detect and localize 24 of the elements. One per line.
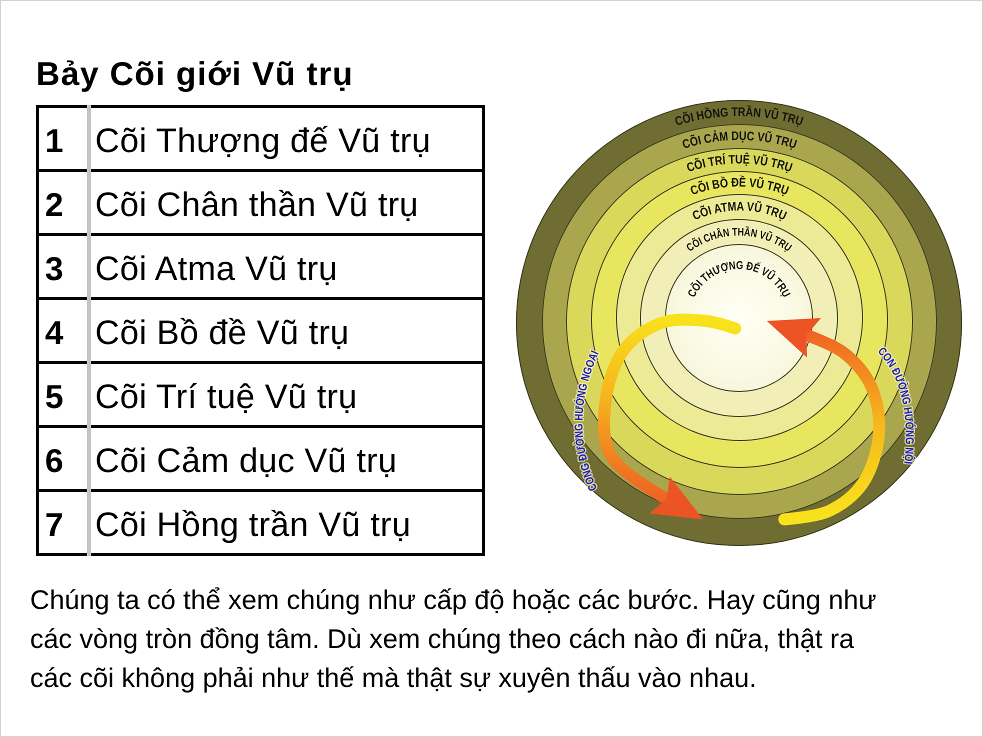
plane-name-cell: Cõi Trí tuệ Vũ trụ: [89, 362, 484, 426]
row-number-cell: 7: [38, 490, 89, 554]
plane-name-cell: Cõi Atma Vũ trụ: [89, 234, 484, 298]
plane-name-cell: Cõi Bồ đề Vũ trụ: [89, 298, 484, 362]
ring-label: CÕI ATMA VŨ TRỤ: [690, 199, 790, 224]
row-number-cell: 2: [38, 170, 89, 234]
diagram-title: Bảy Cõi giới Vũ trụ: [36, 55, 354, 93]
row-number-cell: 6: [38, 426, 89, 490]
caption-text: Chúng ta có thể xem chúng như cấp độ hoặc các bước. Hay cũng như các vòng tròn đồng tâm. Dù xem chúng theo cách nào đi nữa, thật ra các cõi không phải như thế mà thật sự xuyên thấu vào nhau.: [30, 584, 878, 695]
row-number-cell: 5: [38, 362, 89, 426]
row-number-cell: 3: [38, 234, 89, 298]
plane-name-cell: Cõi Chân thần Vũ trụ: [89, 170, 484, 234]
ring-label: CÕI CẢM DỤC VŨ TRỤ: [680, 128, 800, 152]
plane-name-cell: Cõi Cảm dục Vũ trụ: [89, 426, 484, 490]
ring-label: CÕI HỒNG TRẦN VŨ TRỤ: [673, 105, 806, 130]
ring-label: CÕI BỒ ĐỀ VŨ TRỤ: [688, 175, 792, 198]
plane-name-cell: Cõi Hồng trần Vũ trụ: [89, 490, 484, 554]
arrow: [766, 318, 886, 526]
ring-label: CÕI TRÍ TUỆ VŨ TRỤ: [684, 152, 796, 176]
ring-label: CÕI CHÂN THẦN VŨ TRỤ: [684, 226, 795, 256]
row-number-cell: 4: [38, 298, 89, 362]
row-number-cell: 1: [38, 106, 89, 170]
plane-name-cell: Cõi Thượng đế Vũ trụ: [89, 106, 484, 170]
arrow: [598, 314, 742, 520]
